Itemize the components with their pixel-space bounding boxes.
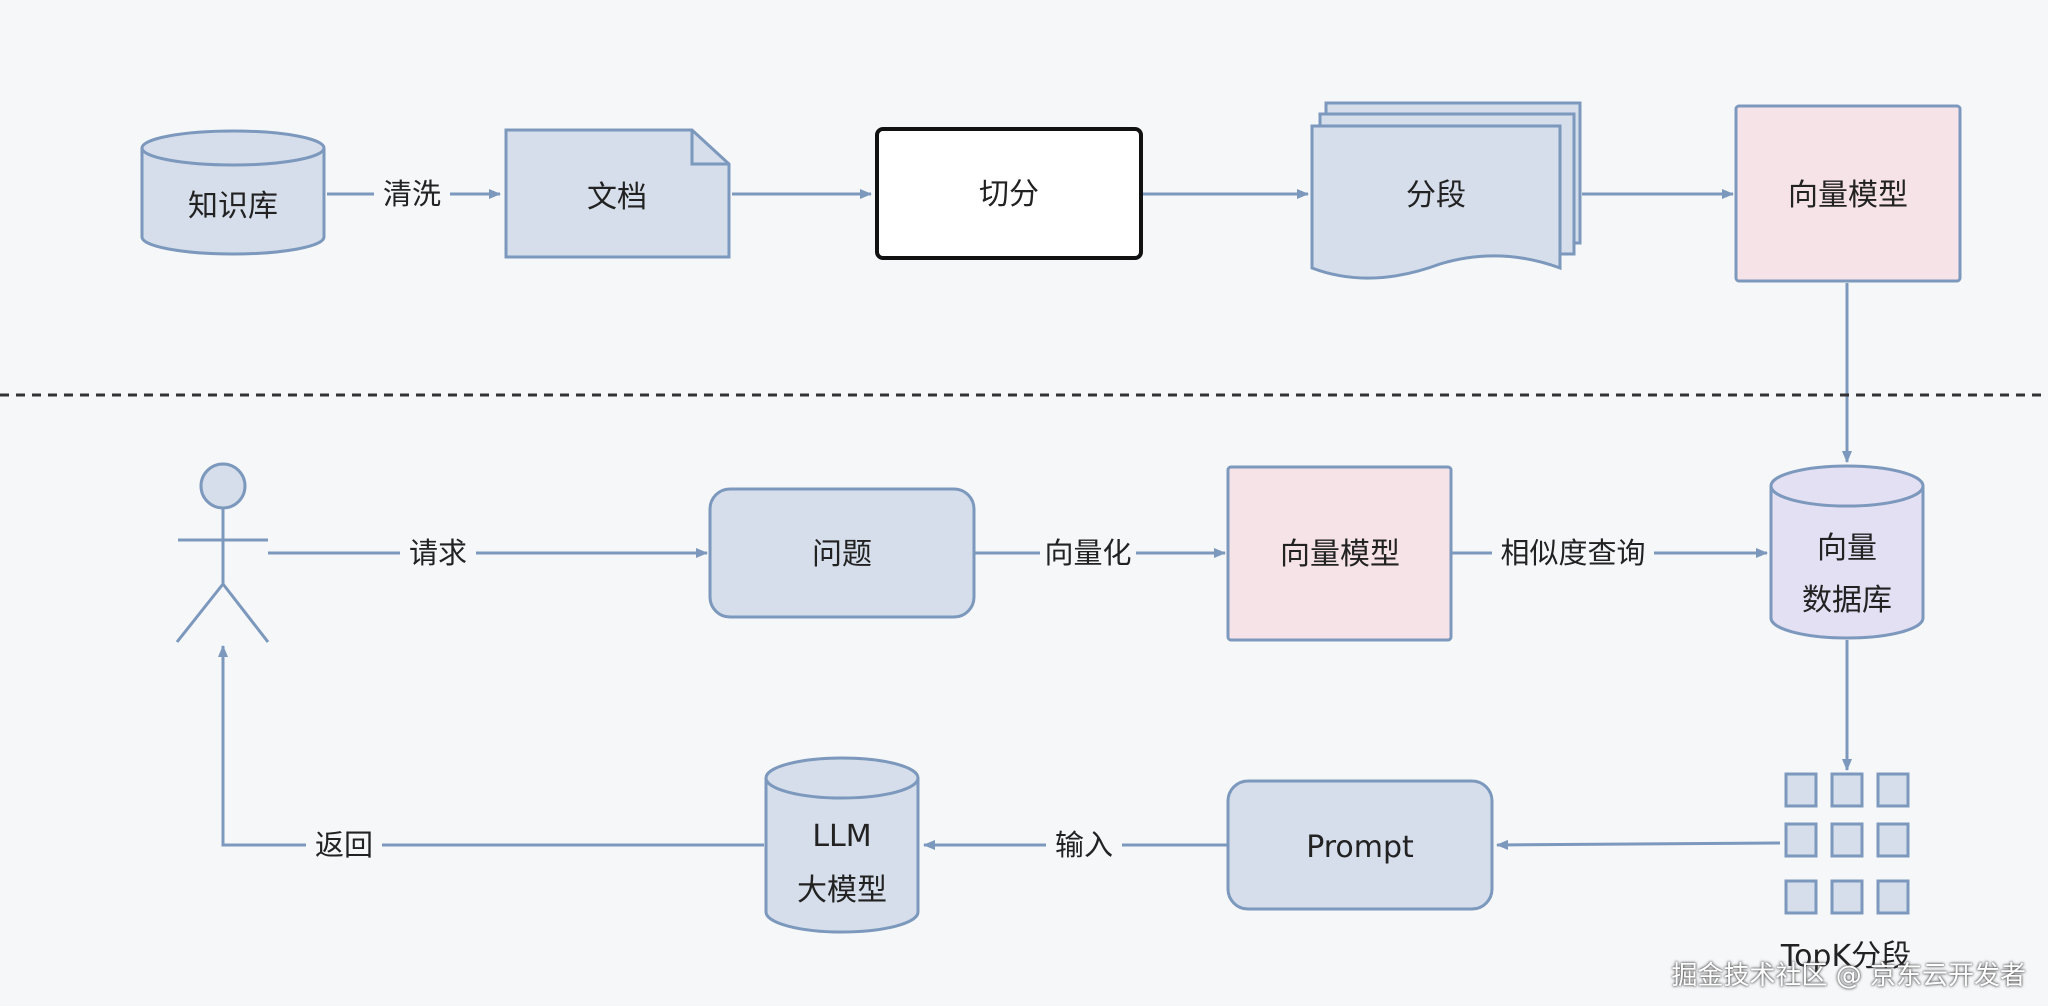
embedding-model-top-label: 向量模型 [1788, 178, 1908, 213]
split-node: 切分 [875, 127, 1143, 260]
vector-database-node: 向量 数据库 [1769, 464, 1925, 640]
edge-topk-to-prompt [1496, 839, 1781, 850]
llm-node: LLM 大模型 [764, 756, 920, 934]
split-label: 切分 [979, 177, 1039, 212]
edge-label-return: 返回 [315, 828, 373, 862]
llm-label-line1: LLM [812, 819, 871, 854]
question-label: 问题 [812, 537, 872, 572]
llm-label-line2: 大模型 [797, 873, 887, 908]
prompt-label: Prompt [1306, 830, 1414, 865]
topk-grid-icon [1784, 772, 1910, 915]
watermark-text: 掘金技术社区 @ 京东云开发者 [1671, 961, 2026, 991]
segments-node: 分段 [1310, 101, 1582, 280]
embedding-model-mid-node: 向量模型 [1226, 465, 1453, 642]
edge-kb-to-doc: 清洗 [327, 174, 501, 214]
edge-label-clean: 清洗 [383, 177, 441, 211]
edge-llm-to-user: 返回 [218, 645, 764, 865]
edge-label-request: 请求 [409, 536, 467, 570]
document-node: 文档 [504, 128, 731, 259]
edge-user-to-question: 请求 [268, 533, 708, 573]
segments-label: 分段 [1406, 178, 1466, 213]
knowledge-base-node: 知识库 [140, 129, 326, 256]
edge-question-to-embed: 向量化 [975, 533, 1226, 573]
edge-embed-to-vecdb-query: 相似度查询 [1452, 533, 1768, 573]
edge-label-vectorize: 向量化 [1044, 536, 1131, 570]
edge-prompt-to-llm: 输入 [923, 825, 1228, 865]
topk-label: TopK分段 [1780, 939, 1911, 974]
vector-database-label-line1: 向量 [1817, 531, 1877, 566]
embedding-model-mid-label: 向量模型 [1280, 537, 1400, 572]
knowledge-base-label: 知识库 [188, 189, 278, 224]
user-actor-icon [175, 462, 270, 643]
document-label: 文档 [587, 180, 647, 215]
question-node: 问题 [708, 487, 976, 619]
vector-database-label-line2: 数据库 [1802, 583, 1892, 618]
edge-label-input: 输入 [1055, 828, 1113, 862]
edge-label-similarity: 相似度查询 [1500, 536, 1645, 570]
embedding-model-top-node: 向量模型 [1734, 104, 1962, 283]
prompt-node: Prompt [1226, 779, 1494, 911]
